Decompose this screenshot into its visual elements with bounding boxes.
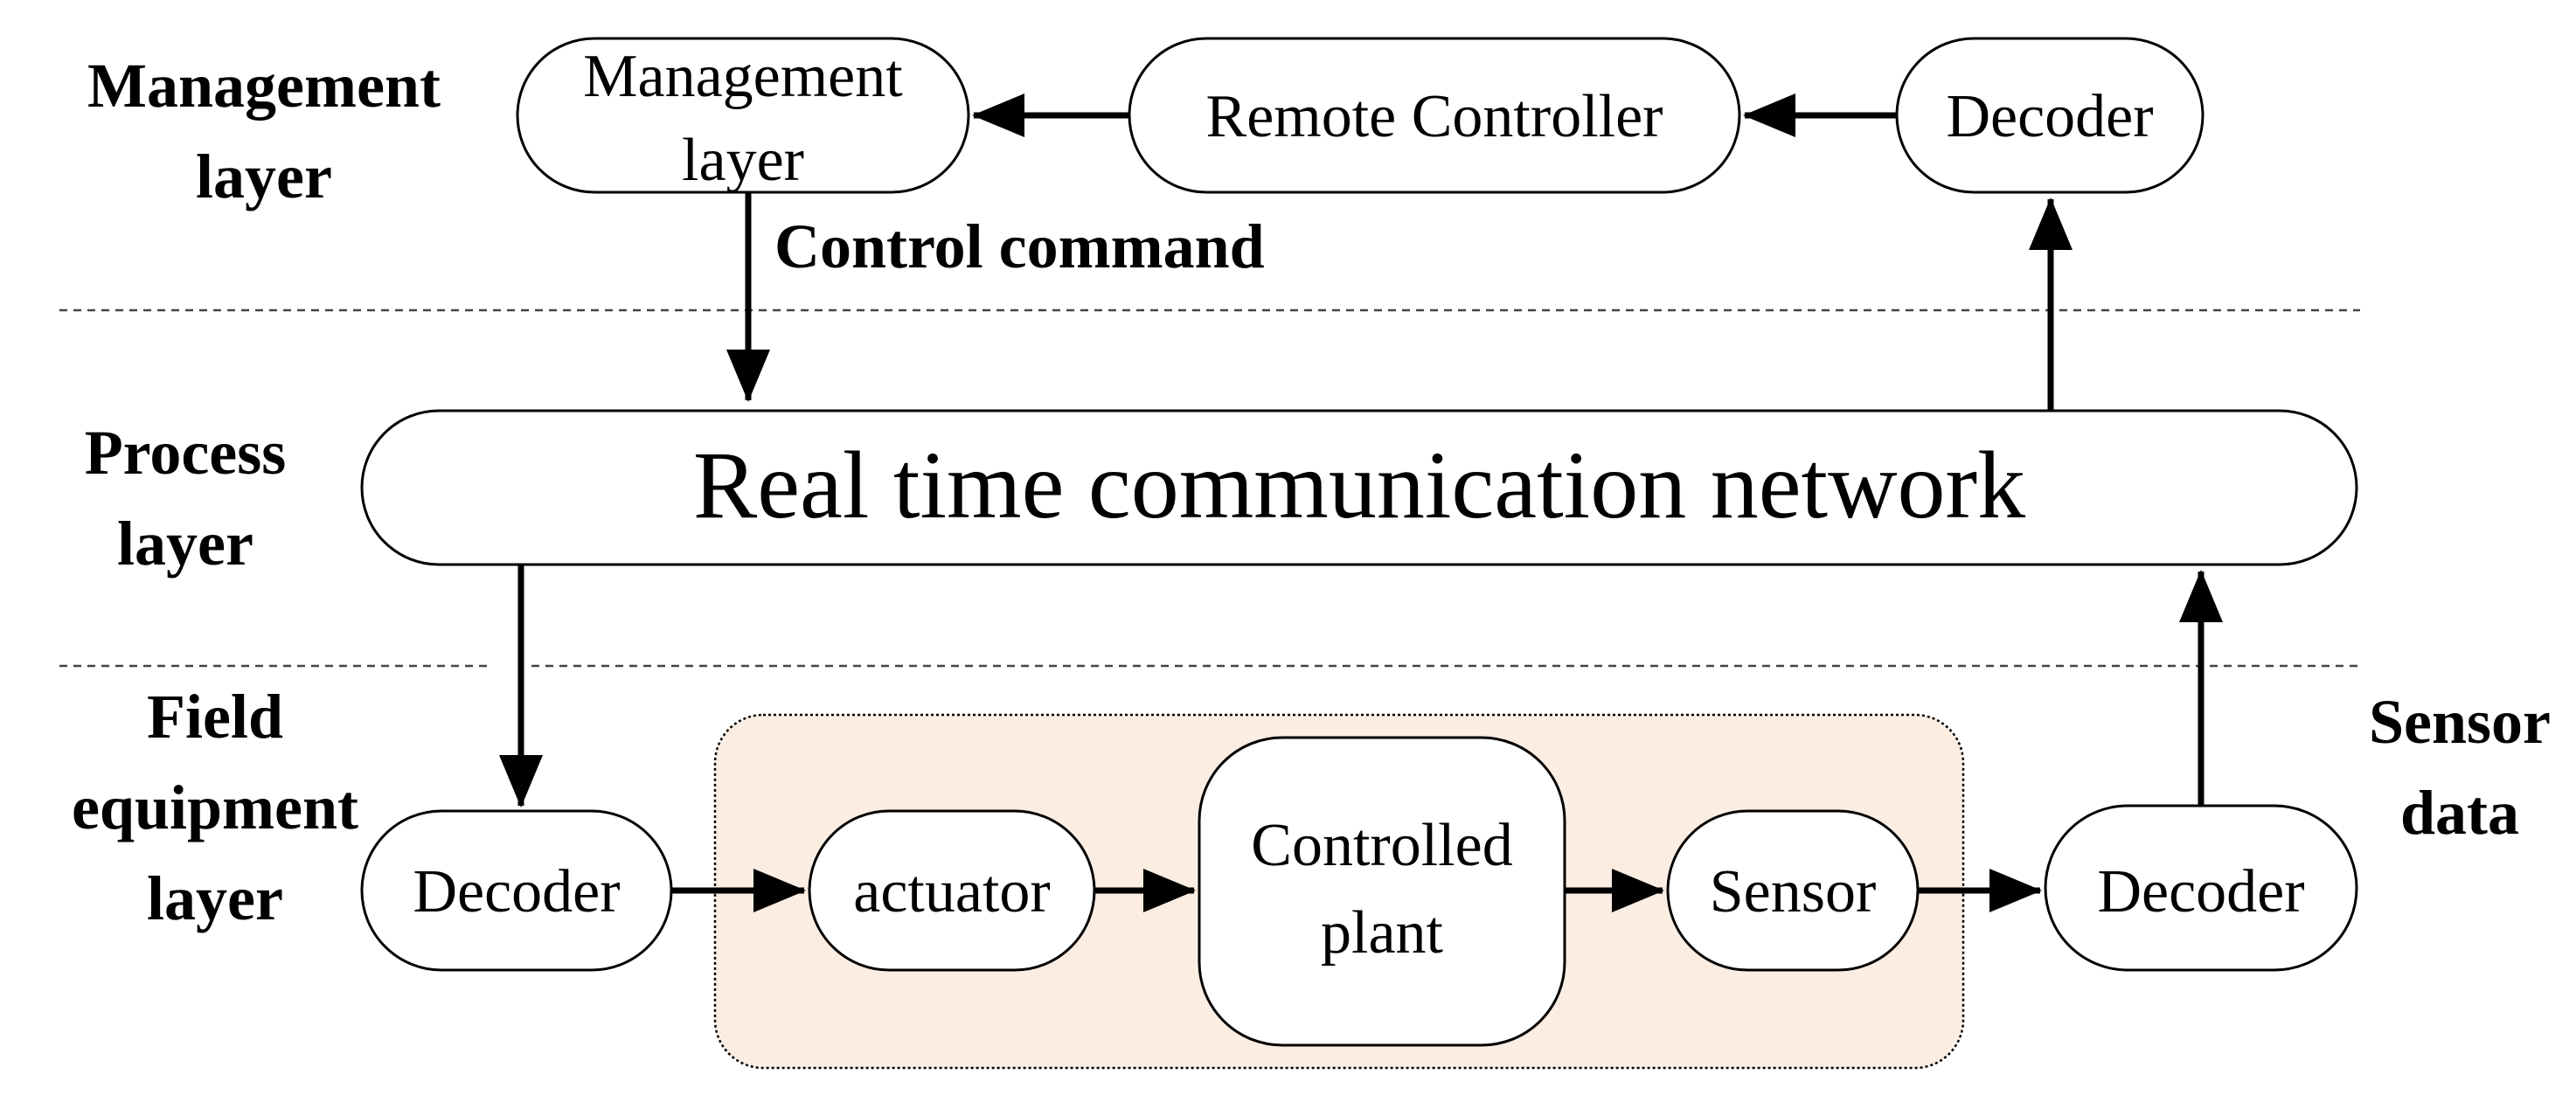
node-controlled-plant-text-2: plant [1321, 899, 1444, 967]
node-decoder-top: Decoder [1895, 37, 2205, 194]
node-network: Real time communication network [360, 409, 2358, 566]
label-management-layer-1: Management [87, 51, 441, 121]
label-field-layer-1: Field [147, 682, 283, 752]
node-sensor-text: Sensor [1710, 858, 1877, 925]
label-sensor-data-1: Sensor [2369, 687, 2551, 757]
node-remote-controller-text: Remote Controller [1206, 83, 1663, 150]
node-decoder-left: Decoder [360, 809, 673, 972]
label-process-layer-1: Process [85, 418, 287, 488]
node-decoder-left-text: Decoder [413, 858, 620, 925]
node-network-text: Real time communication network [693, 432, 2025, 538]
node-management-layer-text-2: layer [682, 127, 804, 194]
label-management-layer-2: layer [196, 142, 332, 211]
label-field-layer-2: equipment [72, 773, 358, 842]
node-actuator-text: actuator [853, 858, 1050, 925]
node-decoder-top-text: Decoder [1946, 83, 2153, 150]
node-remote-controller: Remote Controller [1128, 37, 1741, 194]
node-management-layer-text-1: Management [583, 43, 903, 110]
label-process-layer-2: layer [117, 509, 253, 579]
node-decoder-right: Decoder [2044, 804, 2358, 972]
label-sensor-data-2: data [2400, 778, 2519, 848]
node-management-layer: Management layer [516, 37, 970, 194]
node-sensor: Sensor [1666, 809, 1920, 972]
node-actuator: actuator [808, 809, 1096, 972]
node-decoder-right-text: Decoder [2097, 858, 2304, 925]
label-field-layer-3: layer [147, 863, 283, 933]
node-controlled-plant: Controlled plant [1198, 736, 1566, 1047]
label-control-command: Control command [774, 211, 1265, 281]
node-controlled-plant-text-1: Controlled [1251, 812, 1512, 879]
